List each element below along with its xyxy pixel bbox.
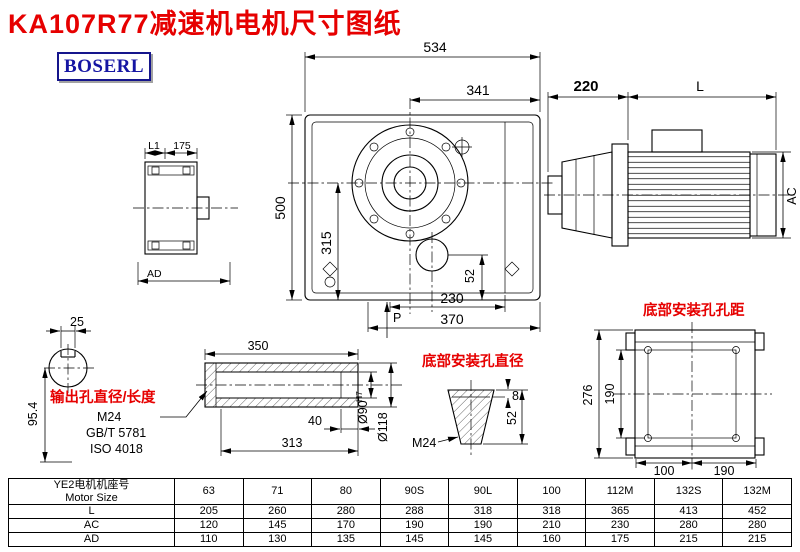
gearbox-side-view: L1 175 AD xyxy=(133,140,238,285)
dim-bore-d90: Ø90 xyxy=(356,400,370,424)
anchor-cone xyxy=(447,389,495,445)
label-p: P xyxy=(393,311,401,325)
table-cell: 135 xyxy=(311,532,381,548)
table-cell: 160 xyxy=(516,532,587,548)
size-col: 80 xyxy=(311,477,381,506)
size-col: 132M xyxy=(722,477,792,506)
dim-bore-40: 40 xyxy=(308,414,322,428)
dim-motor-AC: AC xyxy=(785,187,799,204)
table-cell: 280 xyxy=(311,504,381,520)
dim-mount-190h: 190 xyxy=(714,464,735,478)
table-cell: 120 xyxy=(174,518,244,534)
dim-front-height2: 315 xyxy=(318,231,334,255)
dim-front-52: 52 xyxy=(463,269,477,283)
label-bottom-hole-dia: 底部安装孔直径 xyxy=(422,352,524,370)
table-cell: 318 xyxy=(516,504,587,520)
table-cell: 365 xyxy=(585,504,655,520)
size-col: 63 xyxy=(174,477,244,506)
table-row-AD: AD 110 130 135 145 145 160 175 215 215 xyxy=(8,532,792,548)
dim-bore-313: 313 xyxy=(282,436,303,450)
dim-hole-8: 8 xyxy=(512,389,519,403)
table-cell: 215 xyxy=(653,532,724,548)
table-cell: 318 xyxy=(448,504,518,520)
size-col: 71 xyxy=(242,477,313,506)
size-col: 100 xyxy=(516,477,587,506)
spec-m24: M24 xyxy=(97,410,121,424)
dim-shaft-350: 350 xyxy=(248,339,269,353)
technical-drawing: 534 341 500 315 52 P 230 370 xyxy=(26,39,799,478)
label-output-hole: 输出孔直径/长度 xyxy=(50,388,156,406)
output-shaft-section-view: 350 输出孔直径/长度 M24 GB/T 5781 ISO 4018 40 3… xyxy=(50,339,402,456)
table-cell: 145 xyxy=(448,532,518,548)
table-cell: 205 xyxy=(174,504,244,520)
motor-size-table: YE2电机机座号 Motor Size 63 71 80 90S 90L 100… xyxy=(8,477,792,548)
dim-side-AD: AD xyxy=(147,268,162,280)
table-cell: 145 xyxy=(242,518,313,534)
dim-mount-276: 276 xyxy=(581,385,595,406)
table-header-motor-size: YE2电机机座号 Motor Size xyxy=(8,477,175,506)
spec-gbt: GB/T 5781 xyxy=(86,426,146,440)
table-cell: 190 xyxy=(379,518,450,534)
table-header-en: Motor Size xyxy=(65,491,118,504)
table-cell: 413 xyxy=(653,504,724,520)
size-col: 132S xyxy=(653,477,724,506)
dim-mount-190v: 190 xyxy=(603,384,617,405)
table-header-cn: YE2电机机座号 xyxy=(53,479,130,491)
table-cell: 280 xyxy=(653,518,724,534)
table-cell: 145 xyxy=(379,532,450,548)
table-row-L: L 205 260 280 288 318 318 365 413 452 xyxy=(8,504,792,520)
motor-side-view: 220 L AC xyxy=(544,78,799,247)
label-hole-m24: M24 xyxy=(412,436,436,450)
dim-shaft-d118: Ø118 xyxy=(376,412,390,442)
page-title: KA107R77减速机电机尺寸图纸 xyxy=(8,9,402,39)
table-row-AC: AC 120 145 170 190 190 210 230 280 280 xyxy=(8,518,792,534)
row-label: AC xyxy=(8,518,175,534)
dim-side-175: 175 xyxy=(173,140,191,152)
dim-shaft-954: 95.4 xyxy=(26,402,40,426)
table-cell: 452 xyxy=(722,504,792,520)
size-col: 90S xyxy=(379,477,450,506)
dim-side-L1: L1 xyxy=(148,140,160,152)
spec-iso: ISO 4018 xyxy=(90,442,143,456)
dim-front-370: 370 xyxy=(440,311,464,327)
dim-front-width2: 341 xyxy=(466,82,490,98)
dim-hole-52: 52 xyxy=(505,411,519,425)
fan-cowl xyxy=(749,153,777,237)
table-cell: 170 xyxy=(311,518,381,534)
bottom-hole-detail: 底部安装孔直径 M24 8 52 xyxy=(412,352,528,456)
row-label: AD xyxy=(8,532,175,548)
gearbox-body xyxy=(304,114,541,301)
row-label: L xyxy=(8,504,175,520)
bottom-mount-view: 底部安装孔孔距 276 190 100 190 xyxy=(581,301,772,478)
table-cell: 230 xyxy=(585,518,655,534)
table-cell: 190 xyxy=(448,518,518,534)
output-shaft-end-view: 25 95.4 xyxy=(26,315,94,463)
table-cell: 215 xyxy=(722,532,792,548)
table-header-row: YE2电机机座号 Motor Size 63 71 80 90S 90L 100… xyxy=(8,477,792,506)
dim-front-height: 500 xyxy=(272,196,288,220)
front-view: 534 341 500 315 52 P 230 370 xyxy=(272,39,555,338)
table-cell: 260 xyxy=(242,504,313,520)
table-cell: 288 xyxy=(379,504,450,520)
dim-motor-220: 220 xyxy=(573,78,598,95)
dim-front-230: 230 xyxy=(440,290,464,306)
brand-logo: BOSERL xyxy=(57,52,151,81)
table-cell: 210 xyxy=(516,518,587,534)
dim-front-width: 534 xyxy=(423,39,447,55)
table-cell: 110 xyxy=(174,532,244,548)
size-col: 112M xyxy=(585,477,655,506)
dim-bore-d90-tolerance: H7 xyxy=(354,391,364,402)
table-cell: 175 xyxy=(585,532,655,548)
size-col: 90L xyxy=(448,477,518,506)
dim-mount-100: 100 xyxy=(654,464,675,478)
table-cell: 130 xyxy=(242,532,313,548)
motor-body xyxy=(627,151,751,239)
terminal-box xyxy=(651,129,703,153)
label-bottom-hole-pitch: 底部安装孔孔距 xyxy=(643,301,745,319)
table-cell: 280 xyxy=(722,518,792,534)
dim-keyway-25: 25 xyxy=(70,315,84,329)
dim-motor-L: L xyxy=(696,78,704,94)
brand-logo-text: BOSERL xyxy=(63,55,145,77)
